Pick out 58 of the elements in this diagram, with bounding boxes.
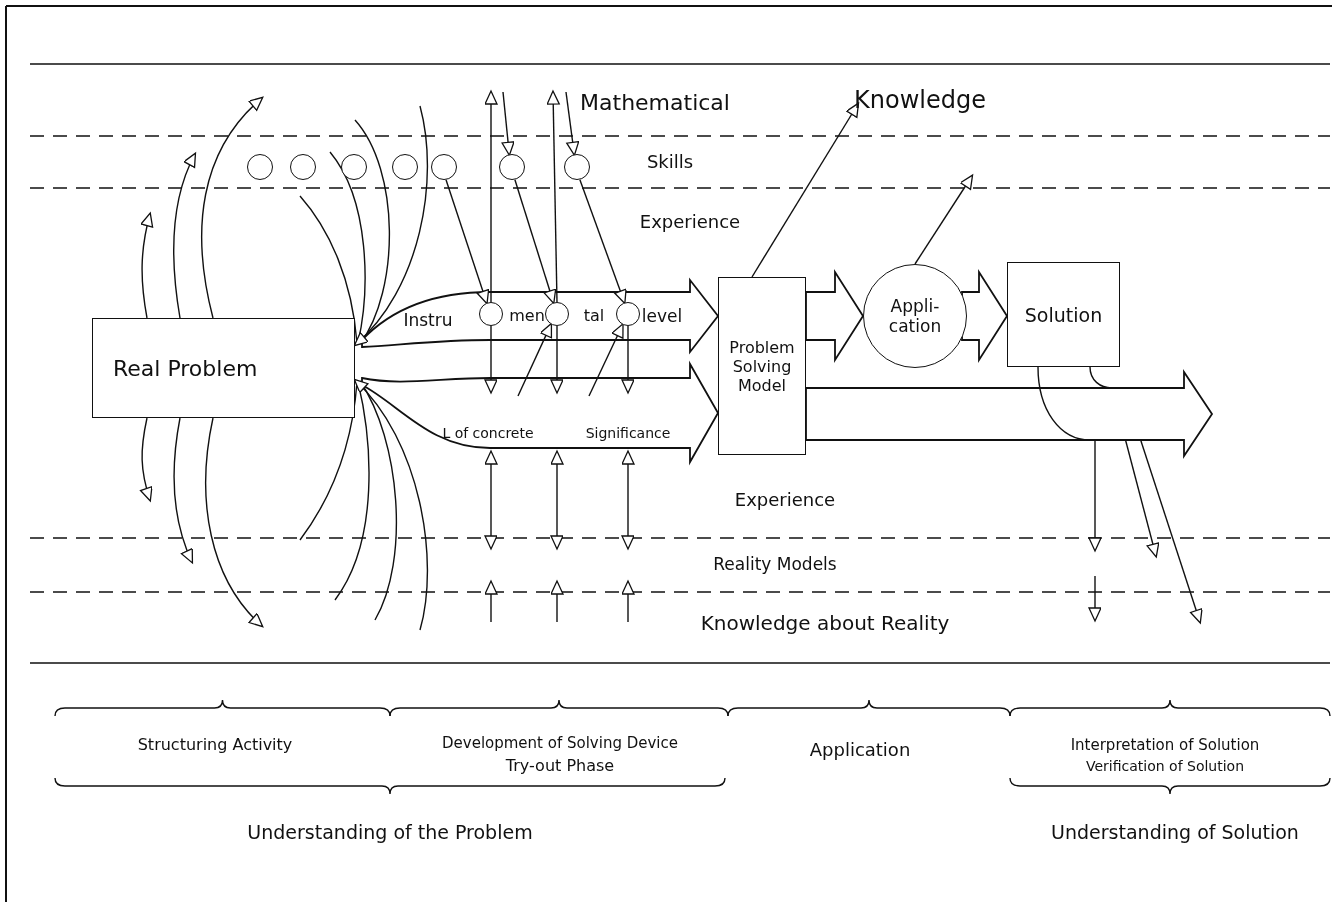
arrow: [140, 417, 153, 502]
block-arrow: [805, 268, 865, 364]
arrow: [550, 325, 564, 394]
skill-circle: [290, 154, 316, 180]
arrow: [621, 325, 635, 394]
band-label: Knowledge about Reality: [700, 612, 950, 634]
skill-circle: [247, 154, 273, 180]
arrow: [517, 322, 553, 397]
phase-label: Verification of Solution: [1085, 759, 1245, 775]
arrow: [353, 378, 429, 631]
block-arrow: [361, 363, 719, 463]
phase-label: Development of Solving Device: [442, 734, 678, 752]
band-label: Mathematical: [580, 90, 730, 116]
phase-label: Understanding of Solution: [1051, 821, 1299, 843]
arrow: [201, 96, 264, 319]
solution-box: Solution: [1007, 262, 1120, 367]
band-label: Experience: [639, 212, 741, 232]
skill-circle: [564, 154, 590, 180]
band-label: Skills: [646, 152, 694, 172]
arrow: [353, 105, 429, 347]
level-label: tal: [583, 307, 605, 325]
arrow: [445, 179, 490, 305]
level-label: men: [509, 307, 545, 325]
arrow: [751, 102, 860, 278]
skill-circle: [431, 154, 457, 180]
arrow: [140, 212, 154, 319]
phase-label: Understanding of the Problem: [247, 821, 533, 843]
skill-circle: [392, 154, 418, 180]
arrow: [484, 325, 498, 394]
arrow: [484, 90, 498, 303]
block-arrow: [361, 279, 719, 353]
arrow: [565, 91, 580, 156]
application-circle: Appli- cation: [863, 264, 967, 368]
level-label: Instru: [403, 310, 453, 330]
arrow: [588, 323, 624, 397]
phase-label: Structuring Activity: [137, 736, 293, 754]
phase-label: Try-out Phase: [505, 757, 615, 775]
arrow: [205, 417, 264, 628]
skill-circle: [499, 154, 525, 180]
block-arrow: [961, 268, 1009, 364]
arrow: [914, 174, 974, 265]
arrow: [579, 179, 627, 305]
phase-label: Interpretation of Solution: [1070, 736, 1260, 754]
arrow: [173, 417, 194, 564]
arrow: [173, 152, 197, 319]
arrow: [514, 179, 557, 305]
skill-circle: [341, 154, 367, 180]
level-label: L of concrete: [442, 426, 534, 442]
model-box: Problem Solving Model: [718, 277, 806, 455]
arrow: [546, 90, 560, 303]
band-label: Reality Models: [713, 554, 837, 574]
level-label: Significance: [585, 426, 671, 442]
phase-label: Application: [809, 740, 911, 760]
band-label: Experience: [734, 490, 836, 510]
problem-box: Real Problem: [92, 318, 355, 418]
level-label: level: [641, 306, 683, 326]
block-arrow: [805, 369, 1214, 459]
arrow: [501, 91, 515, 156]
